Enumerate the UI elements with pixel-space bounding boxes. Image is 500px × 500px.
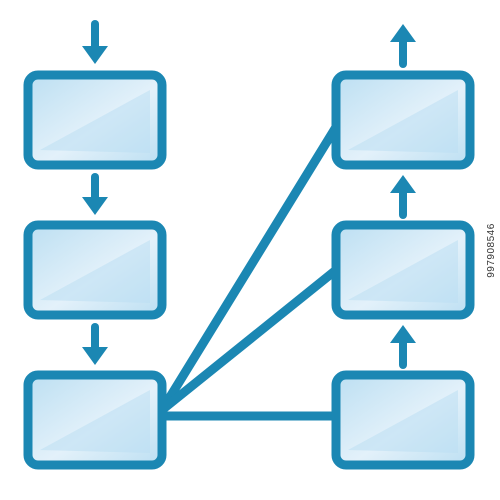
arrow-down-icon bbox=[82, 323, 108, 365]
right-up-arrows bbox=[390, 24, 416, 369]
arrow-down-icon bbox=[82, 173, 108, 215]
arrow-up-icon bbox=[390, 24, 416, 68]
left-column bbox=[23, 70, 167, 470]
process-box bbox=[23, 70, 167, 170]
process-box bbox=[331, 220, 475, 320]
link-l3-r2 bbox=[157, 265, 341, 415]
arrow-up-icon bbox=[390, 325, 416, 369]
process-box bbox=[23, 220, 167, 320]
process-box bbox=[331, 70, 475, 170]
right-column bbox=[331, 70, 475, 470]
connector-lines bbox=[157, 122, 341, 421]
process-box bbox=[23, 370, 167, 470]
left-down-arrows bbox=[82, 20, 108, 365]
link-l3-r1 bbox=[157, 122, 341, 415]
arrow-up-icon bbox=[390, 175, 416, 219]
process-box bbox=[331, 370, 475, 470]
arrow-down-icon bbox=[82, 20, 108, 64]
